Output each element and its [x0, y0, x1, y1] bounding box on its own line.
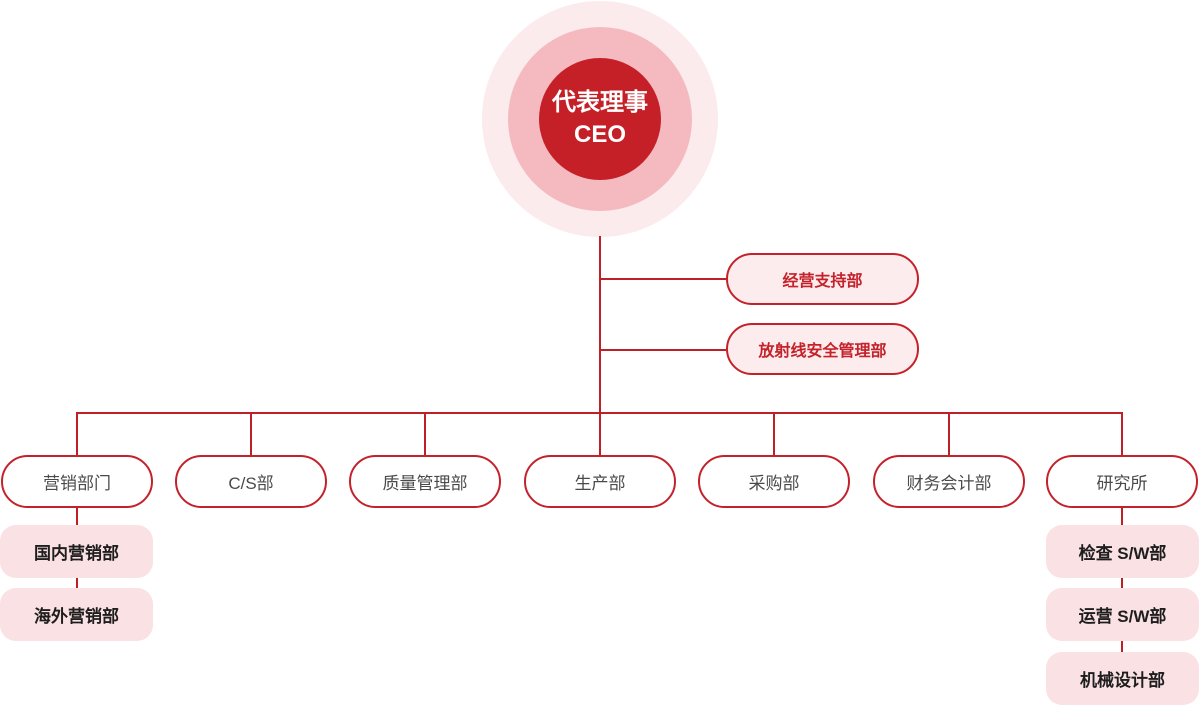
connector-staff-branch-1 — [600, 278, 726, 280]
dept-pill-finance: 财务会计部 — [873, 455, 1025, 508]
dept-pill-marketing: 营销部门 — [1, 455, 153, 508]
dept-pill-cs: C/S部 — [175, 455, 327, 508]
ceo-subtitle: CEO — [573, 121, 626, 148]
connector-marketing-child-2 — [76, 578, 78, 588]
staff-box-radiation-safety: 放射线安全管理部 — [726, 323, 919, 375]
sub-dept-inspection-sw: 检查 S/W部 — [1046, 525, 1199, 578]
connector-research-child-1 — [1121, 507, 1123, 526]
connector-drop-5 — [773, 412, 775, 456]
connector-research-child-2 — [1121, 578, 1123, 588]
staff-box-management-support: 经营支持部 — [726, 253, 919, 305]
connector-drop-6 — [948, 412, 950, 456]
sub-dept-mechanical-design: 机械设计部 — [1046, 652, 1199, 705]
connector-research-child-3 — [1121, 641, 1123, 652]
sub-dept-domestic-marketing: 国内营销部 — [0, 525, 153, 578]
sub-dept-overseas-marketing: 海外营销部 — [0, 588, 153, 641]
connector-drop-4 — [599, 412, 601, 456]
connector-drop-3 — [424, 412, 426, 456]
connector-spine — [599, 236, 601, 414]
connector-staff-branch-2 — [600, 349, 726, 351]
connector-drop-1 — [76, 412, 78, 456]
connector-drop-7 — [1121, 412, 1123, 456]
connector-marketing-child-1 — [76, 507, 78, 526]
connector-drop-2 — [250, 412, 252, 456]
dept-pill-research: 研究所 — [1046, 455, 1198, 508]
sub-dept-operation-sw: 运营 S/W部 — [1046, 588, 1199, 641]
dept-pill-purchasing: 采购部 — [698, 455, 850, 508]
dept-pill-production: 生产部 — [524, 455, 676, 508]
ceo-title: 代表理事 — [552, 88, 648, 116]
ceo-middle-ring: 代表理事 CEO — [508, 27, 692, 211]
dept-pill-quality: 质量管理部 — [349, 455, 501, 508]
ceo-node: 代表理事 CEO — [539, 58, 661, 180]
ceo-outer-ring: 代表理事 CEO — [482, 1, 718, 237]
